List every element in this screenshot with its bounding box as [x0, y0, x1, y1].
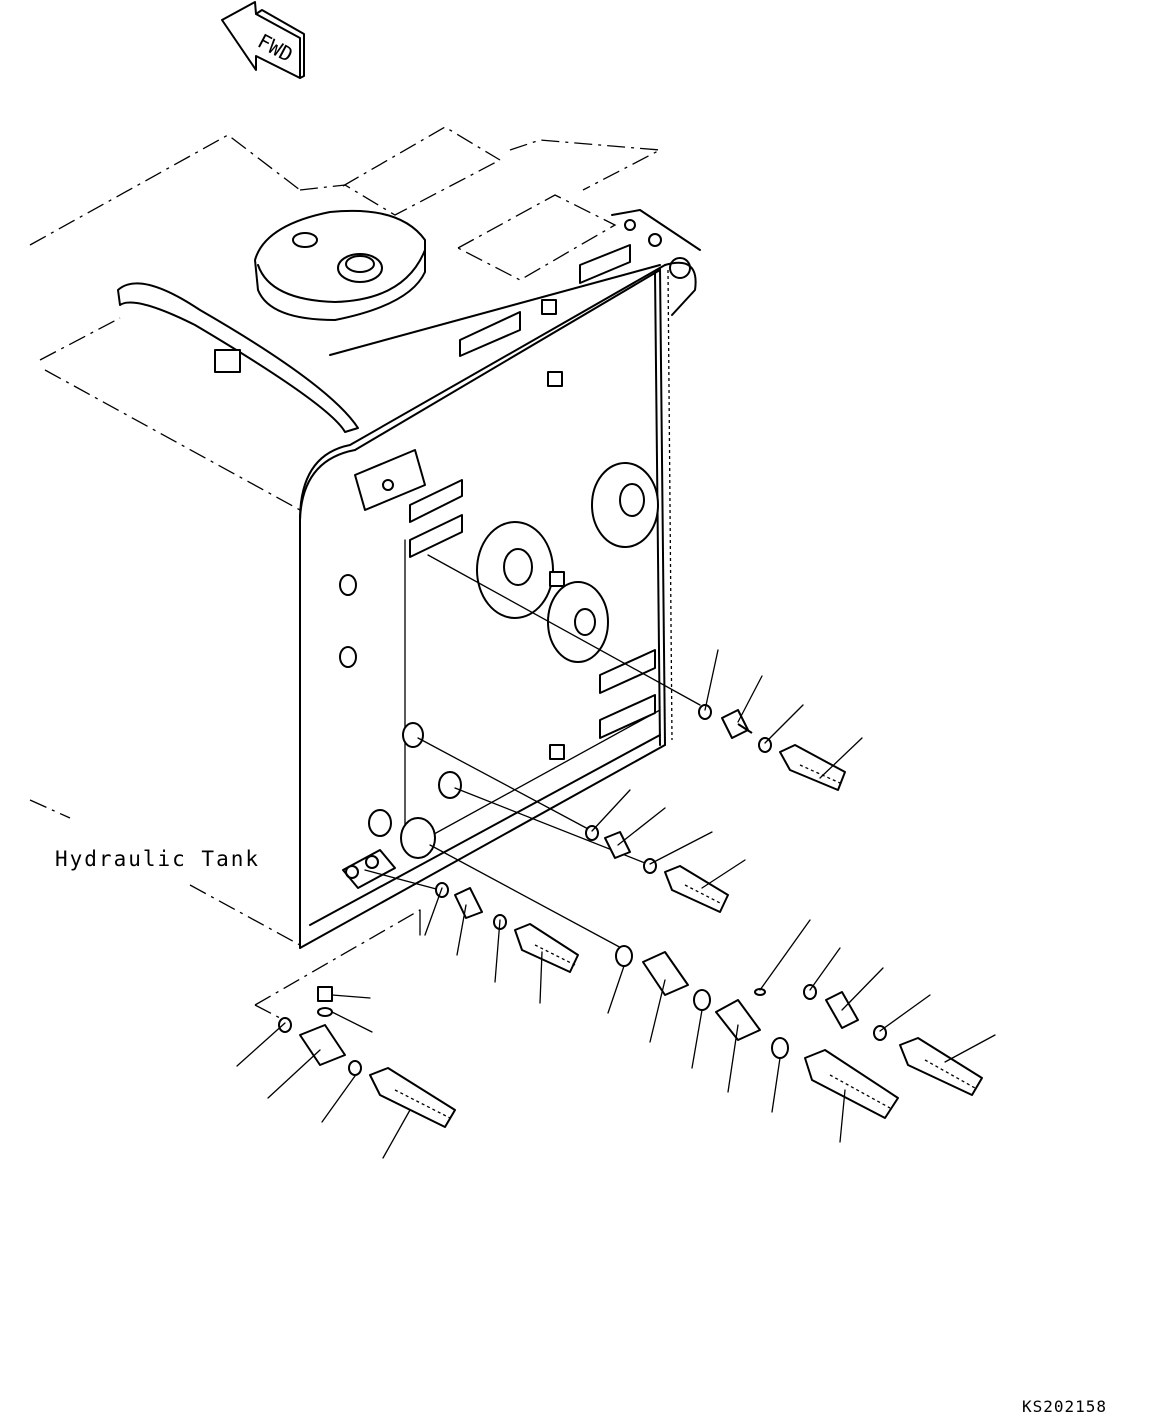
- tank-ports: [342, 722, 462, 889]
- tank-side-bosses: [339, 449, 659, 760]
- leader-lines: [236, 649, 996, 1159]
- phantom-outline: [29, 126, 663, 1019]
- forward-arrow-icon: FWD: [221, 1, 305, 79]
- hydraulic-tank-label: Hydraulic Tank: [55, 847, 260, 871]
- exploded-fittings: [278, 704, 983, 1128]
- drawing-code: KS202158: [1022, 1397, 1107, 1416]
- hydraulic-tank-body: [299, 209, 701, 949]
- port-centre-lines: [364, 554, 701, 951]
- tank-top-fittings: [117, 209, 631, 433]
